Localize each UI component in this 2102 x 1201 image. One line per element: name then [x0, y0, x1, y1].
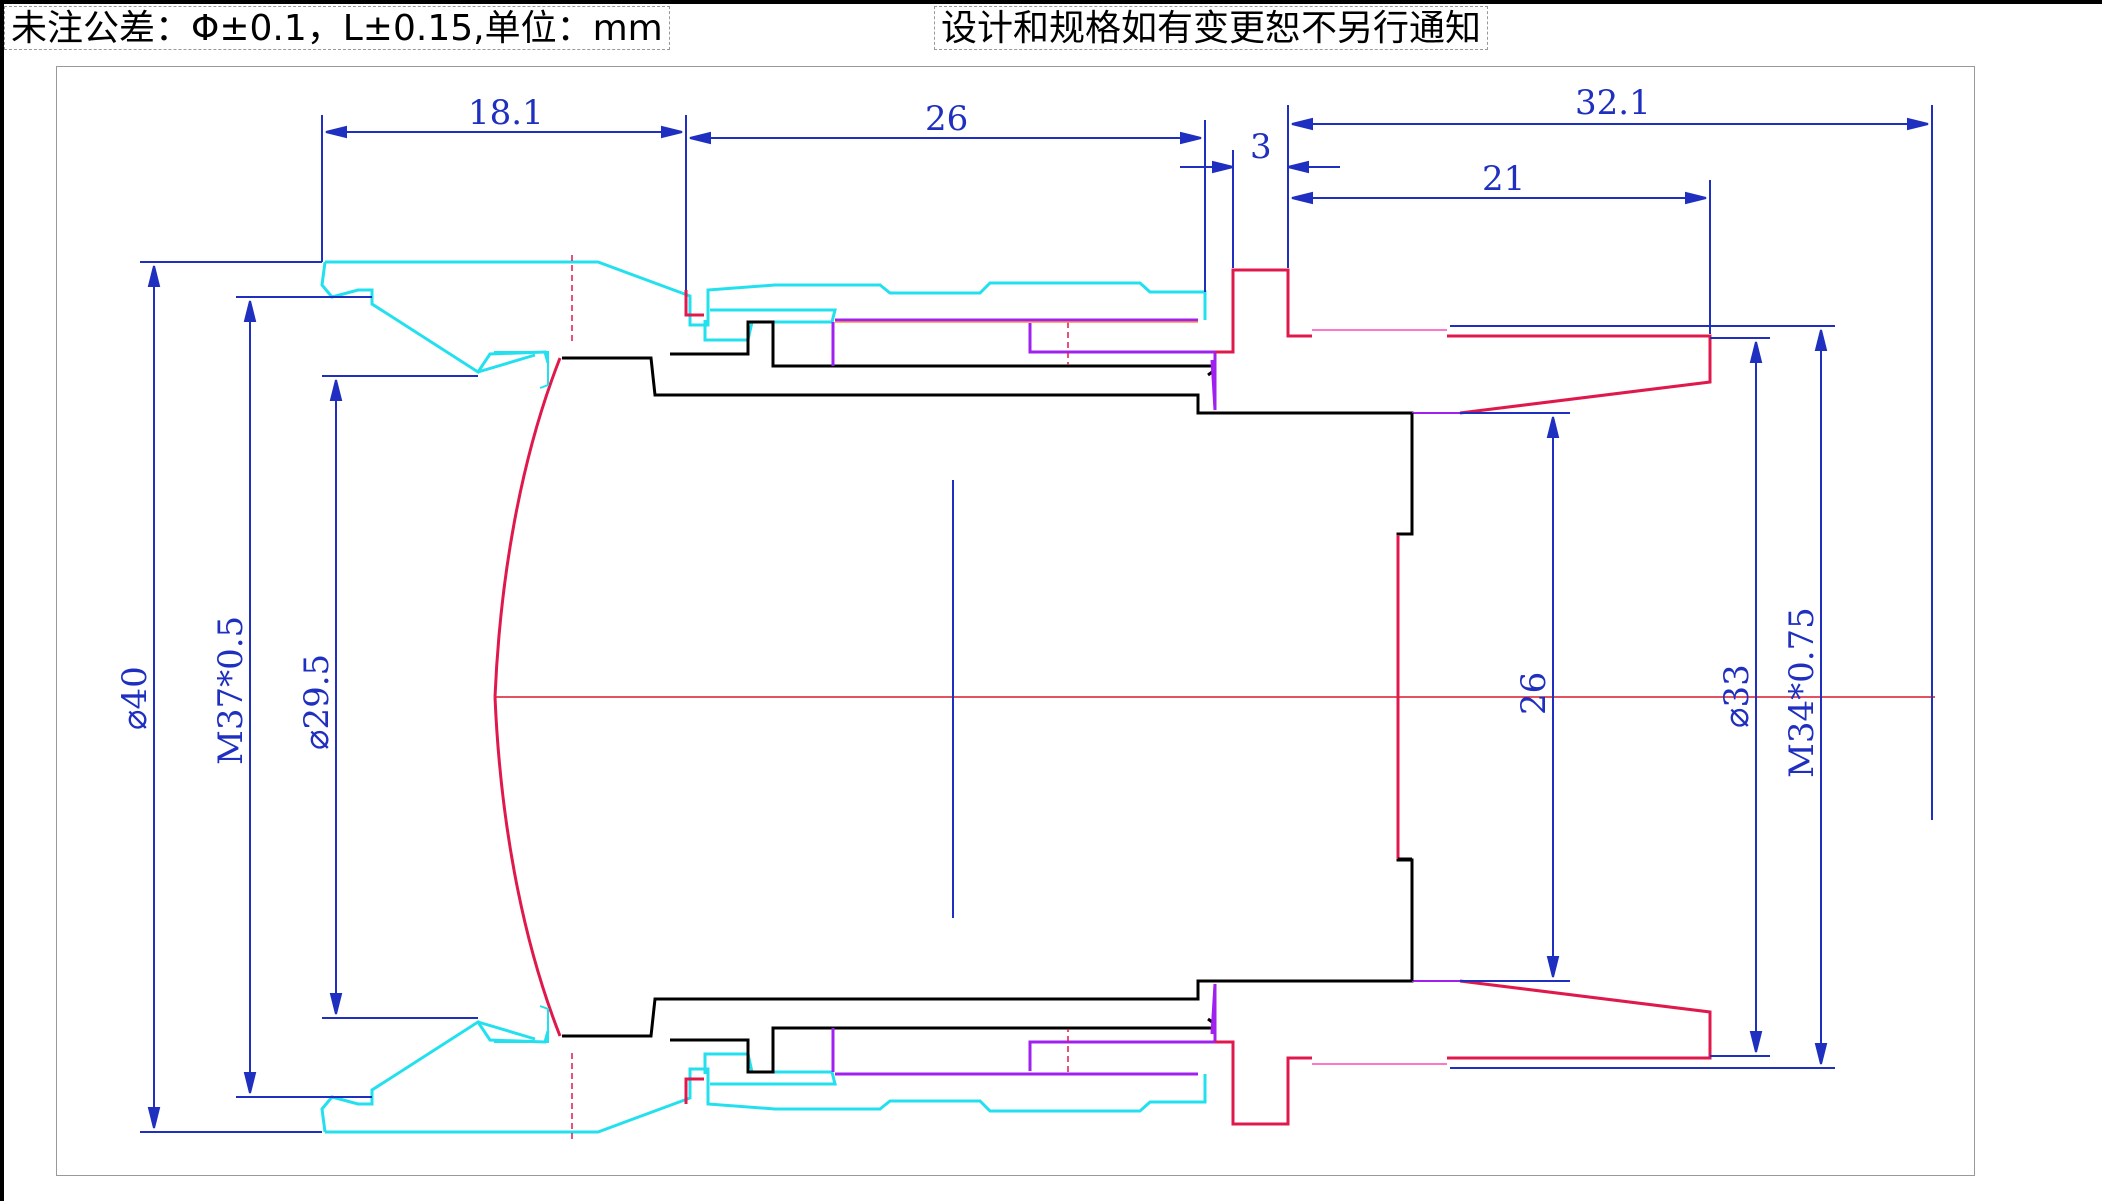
dim-diameter-40: ⌀40	[115, 666, 155, 730]
drawing-sheet	[4, 4, 2102, 1201]
dim-thread-m34: M34*0.75	[1782, 607, 1822, 778]
dim-length-18-1: 18.1	[468, 93, 544, 133]
change-notice: 设计和规格如有变更恕不另行通知	[934, 6, 1489, 50]
dim-diameter-33: ⌀33	[1717, 664, 1757, 728]
dim-length-26-top: 26	[925, 99, 968, 139]
drawing-frame	[56, 66, 1975, 1176]
tolerance-note: 未注公差：Φ±0.1，L±0.15,单位：mm	[4, 6, 670, 50]
dim-length-32-1: 32.1	[1575, 83, 1651, 123]
lens-body-top	[320, 255, 1712, 698]
dimension-lines	[140, 105, 1933, 1133]
dim-length-21: 21	[1482, 159, 1525, 199]
dim-length-3: 3	[1250, 127, 1272, 167]
lens-body-bottom	[320, 696, 1712, 1139]
dim-diameter-26: 26	[1514, 672, 1554, 715]
dim-thread-m37: M37*0.5	[211, 616, 251, 765]
dim-diameter-29-5: ⌀29.5	[297, 654, 337, 750]
rear-lens-element	[1396, 413, 1414, 981]
